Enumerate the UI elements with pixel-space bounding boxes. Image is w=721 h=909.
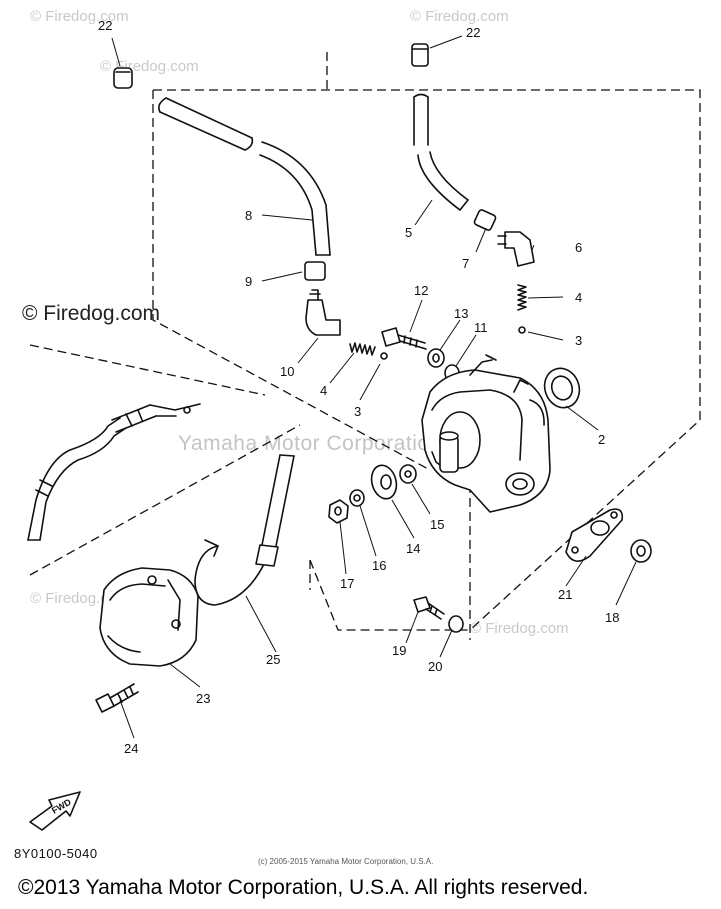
callout-11: 11	[474, 320, 488, 335]
fwd-arrow-icon: FWD	[29, 791, 81, 831]
part-washer-20	[448, 615, 464, 633]
small-copyright-note: (c) 2005-2015 Yamaha Motor Corporation, …	[258, 857, 434, 866]
boundary-line	[29, 344, 266, 396]
callout-9: 9	[245, 274, 252, 289]
callout-14: 14	[406, 541, 420, 556]
callout-25: 25	[266, 652, 280, 667]
callout-23: 23	[196, 691, 210, 706]
callout-labels: 22 22 8 5 6 7 9 4 3 12 13 11 10 4 3 2 15…	[98, 18, 619, 756]
part-washer-18	[630, 539, 652, 563]
part-nut-17	[328, 499, 349, 524]
callout-18: 18	[605, 610, 619, 625]
callout-24: 24	[124, 741, 138, 756]
part-oil-seal-2	[543, 367, 581, 409]
callout-19: 19	[392, 643, 406, 658]
part-ball-3-left	[380, 352, 388, 360]
part-bolt-24	[95, 683, 139, 713]
part-washer-13	[427, 348, 445, 368]
watermark-firedog: © Firedog.com	[410, 8, 509, 25]
callout-3: 3	[354, 404, 361, 419]
boundary-line	[29, 424, 301, 576]
part-cap-22-right	[411, 43, 429, 67]
callout-20: 20	[428, 659, 442, 674]
callout-2: 2	[598, 432, 605, 447]
callout-8: 8	[245, 208, 252, 223]
callout-4: 4	[320, 383, 327, 398]
part-oil-pump-body	[421, 354, 551, 513]
part-gear-14	[370, 464, 398, 500]
part-clamp-7	[473, 209, 497, 231]
callout-3: 3	[575, 333, 582, 348]
callout-7: 7	[462, 256, 469, 271]
part-spring-4-left	[349, 342, 376, 356]
callout-6: 6	[575, 240, 582, 255]
part-hose-8	[158, 97, 331, 256]
watermark-brand: Yamaha Motor Corporation	[178, 432, 442, 455]
part-washer-16	[349, 489, 365, 507]
part-gasket-21	[565, 508, 624, 562]
boundary-line	[153, 89, 701, 631]
part-bolt-12	[381, 327, 427, 350]
callout-22: 22	[466, 25, 480, 40]
callout-22: 22	[98, 18, 112, 33]
callout-16: 16	[372, 558, 386, 573]
callout-17: 17	[340, 576, 354, 591]
part-clamp-9	[304, 261, 326, 281]
part-spring-4-right	[517, 284, 527, 311]
callout-10: 10	[280, 364, 294, 379]
part-ball-3-right	[518, 326, 526, 334]
part-code: 8Y0100-5040	[14, 846, 98, 861]
leader-lines	[111, 35, 637, 739]
callout-13: 13	[454, 306, 468, 321]
watermark-firedog: © Firedog.com	[470, 620, 569, 637]
copyright-footer: ©2013 Yamaha Motor Corporation, U.S.A. A…	[18, 876, 589, 899]
callout-12: 12	[414, 283, 428, 298]
callout-4: 4	[575, 290, 582, 305]
part-cap-22-left	[113, 67, 133, 89]
part-elbow-6	[497, 231, 535, 267]
part-elbow-10	[305, 289, 341, 336]
boundary-line	[152, 90, 431, 471]
watermark-firedog-dark: © Firedog.com	[22, 302, 161, 325]
part-sensor-25	[194, 454, 295, 606]
part-cable-left	[27, 403, 201, 541]
callout-15: 15	[430, 517, 444, 532]
callout-21: 21	[558, 587, 572, 602]
part-bolt-19	[413, 596, 445, 620]
watermark-firedog: © Firedog.com	[30, 8, 129, 25]
callout-5: 5	[405, 225, 412, 240]
part-washer-15	[399, 464, 417, 484]
part-cover-23	[99, 567, 199, 667]
part-hose-5	[413, 93, 469, 211]
boundary-line	[309, 559, 470, 631]
